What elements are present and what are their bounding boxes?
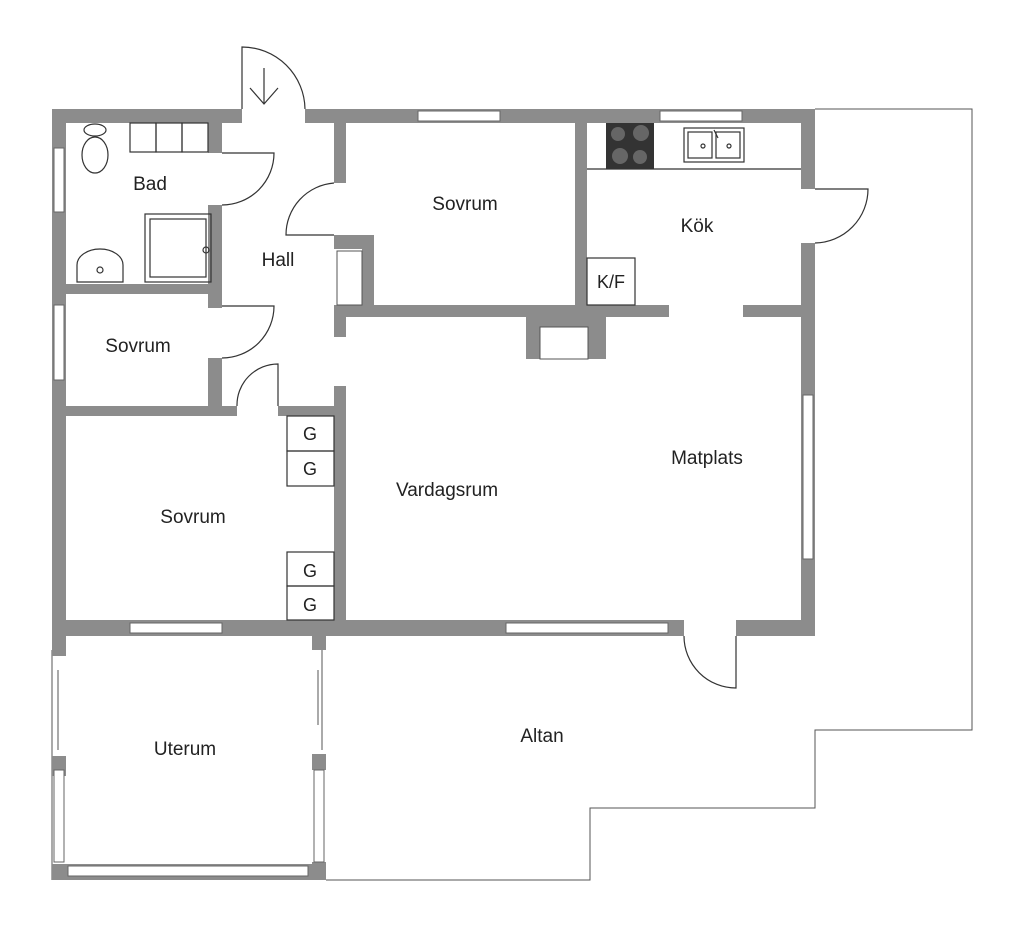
room-label-sovrum-left: Sovrum	[105, 336, 170, 357]
room-label-sovrum-top: Sovrum	[432, 194, 497, 215]
wardrobe-label: G	[303, 595, 317, 615]
sink-icon	[76, 248, 124, 283]
kitchen-sink-icon	[683, 127, 745, 163]
room-label-matplats: Matplats	[671, 448, 743, 469]
room-label-sovrum-bottom: Sovrum	[160, 507, 225, 528]
windows	[53, 110, 814, 877]
room-label-uterum: Uterum	[154, 739, 216, 760]
wardrobes	[286, 415, 335, 621]
wardrobe-label: G	[303, 424, 317, 444]
hall-closet	[336, 250, 363, 306]
room-label-kok: Kök	[681, 216, 714, 237]
bathroom-fixtures	[76, 122, 212, 283]
wardrobe-label: G	[303, 561, 317, 581]
toilet-icon	[81, 136, 109, 174]
fixture-labels: K/F G G G G	[303, 272, 625, 615]
altan-outline	[326, 108, 973, 881]
fridge-freezer-label: K/F	[597, 272, 625, 292]
room-label-vardagsrum: Vardagsrum	[396, 480, 498, 501]
doors	[221, 46, 869, 689]
room-label-altan: Altan	[520, 726, 563, 747]
toilet-tank-icon	[83, 123, 107, 137]
shower-icon	[144, 213, 212, 283]
kitchen-fixtures	[586, 123, 801, 306]
room-label-hall: Hall	[262, 250, 295, 271]
room-labels: Bad Hall Sovrum Kök Sovrum Sovrum Vardag…	[105, 174, 743, 760]
fridge-freezer-icon	[586, 257, 636, 306]
wardrobe-label: G	[303, 459, 317, 479]
room-label-bad: Bad	[133, 174, 167, 195]
